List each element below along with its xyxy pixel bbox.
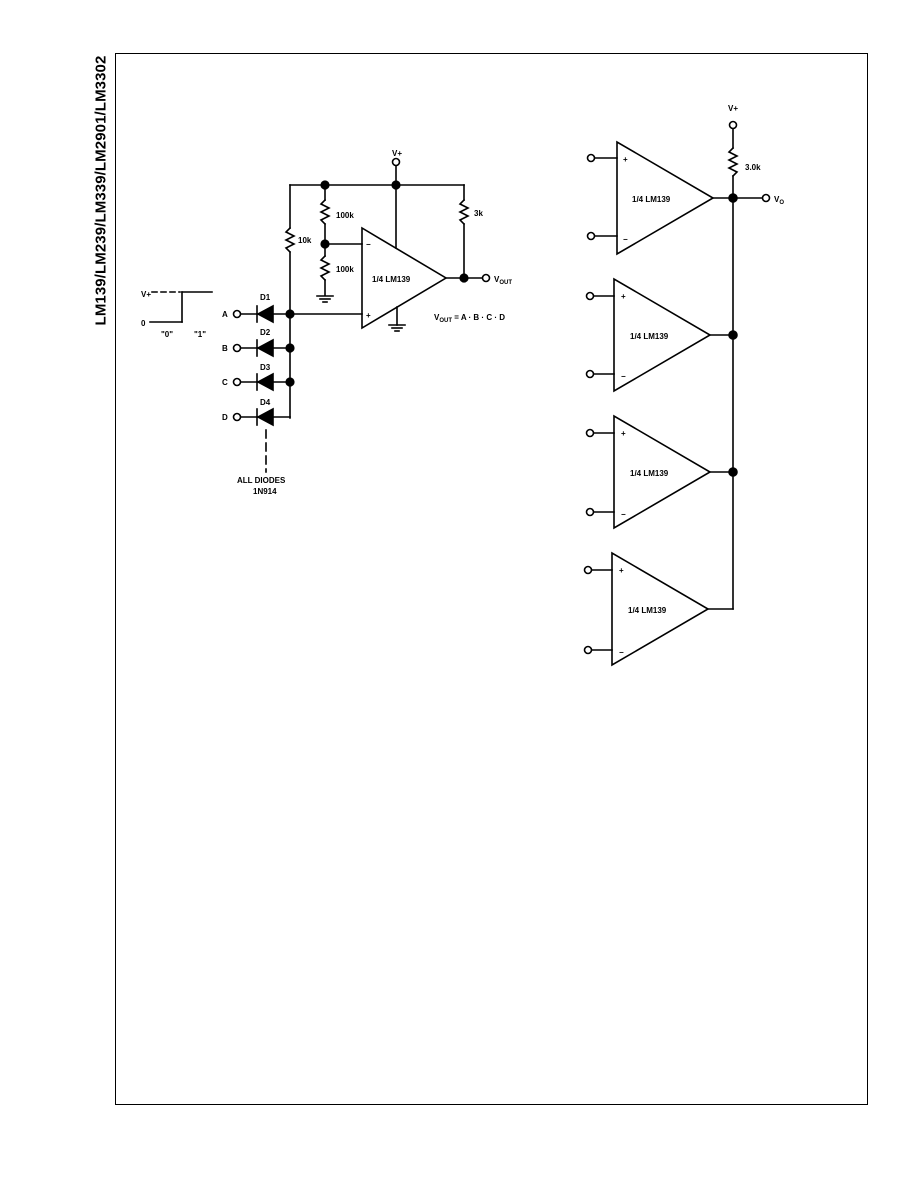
comparator-3-minus: −: [621, 510, 626, 519]
comparator-4-label: 1/4 LM139: [628, 606, 667, 615]
waveform-state1-label: "1": [194, 330, 206, 339]
comparator-1-plus: +: [623, 155, 628, 164]
diode-d1-label: D1: [260, 293, 271, 302]
comparator-4-plus: +: [619, 566, 624, 575]
input-d-label: D: [222, 413, 228, 422]
logic-equation: VOUT = A · B · C · D: [434, 313, 505, 324]
resistor-3k: 3k: [458, 184, 483, 279]
diode-d4-label: D4: [260, 398, 271, 407]
resistor-10k-label: 10k: [298, 236, 312, 245]
resistor-100k-bottom-label: 100k: [336, 265, 354, 274]
vout-terminal: [481, 273, 491, 283]
resistor-100k-top: 100k: [319, 184, 354, 245]
left-comparator-minus: −: [366, 240, 371, 249]
comparator-3-plus: +: [621, 429, 626, 438]
diode-input-c: C D3: [222, 363, 291, 392]
junction-dot: [459, 273, 469, 283]
input-waveform: V+ 0 "0" "1": [141, 290, 213, 339]
comparator-2-label: 1/4 LM139: [630, 332, 669, 341]
comparator-2: + − 1/4 LM139: [585, 277, 738, 393]
diode-input-d: D D4: [222, 398, 291, 427]
comparator-1-label: 1/4 LM139: [632, 195, 671, 204]
diode-input-a: A D1: [222, 293, 291, 324]
vo-terminal: [761, 193, 771, 203]
waveform-state0-label: "0": [161, 330, 173, 339]
left-comparator-plus: +: [366, 311, 371, 320]
comparator-3-label: 1/4 LM139: [630, 469, 669, 478]
and-gate-circuit: V+ 10k 100k 100k: [141, 149, 512, 496]
resistor-3-0k-label: 3.0k: [745, 163, 761, 172]
waveform-low-label: 0: [141, 319, 146, 328]
diode-note-line2: 1N914: [253, 487, 277, 496]
vout-label: VOUT: [494, 275, 512, 286]
wired-or-circuit: V+ 3.0k VO + − 1/4 LM139: [583, 104, 784, 667]
input-b-label: B: [222, 344, 228, 353]
diode-input-b: B D2: [222, 328, 291, 358]
left-supply-terminal: V+: [391, 149, 402, 186]
comparator-4: + − 1/4 LM139: [583, 551, 734, 667]
comparator-2-plus: +: [621, 292, 626, 301]
diode-note-line1: ALL DIODES: [237, 476, 286, 485]
comparator-4-minus: −: [619, 648, 624, 657]
resistor-10k: 10k: [284, 184, 312, 419]
waveform-high-label: V+: [141, 290, 151, 299]
right-supply-label: V+: [728, 104, 738, 113]
vo-label: VO: [774, 195, 784, 206]
comparator-3: + − 1/4 LM139: [585, 414, 738, 530]
left-supply-label: V+: [392, 149, 402, 158]
comparator-1-minus: −: [623, 235, 628, 244]
ground-symbol: [316, 295, 334, 303]
right-supply-terminal: V+: [728, 104, 738, 149]
resistor-3-0k: 3.0k: [727, 146, 761, 199]
diode-d2-label: D2: [260, 328, 271, 337]
input-c-label: C: [222, 378, 228, 387]
input-a-label: A: [222, 310, 228, 319]
comparator-1: + − 1/4 LM139: [586, 140, 738, 256]
figure-frame: [115, 53, 868, 1105]
diode-d3-label: D3: [260, 363, 271, 372]
resistor-3k-label: 3k: [474, 209, 483, 218]
resistor-100k-bottom: 100k: [319, 243, 354, 296]
comparator-2-minus: −: [621, 372, 626, 381]
left-comparator: 1/4 LM139 − +: [361, 184, 448, 332]
left-comparator-label: 1/4 LM139: [372, 275, 411, 284]
resistor-100k-top-label: 100k: [336, 211, 354, 220]
